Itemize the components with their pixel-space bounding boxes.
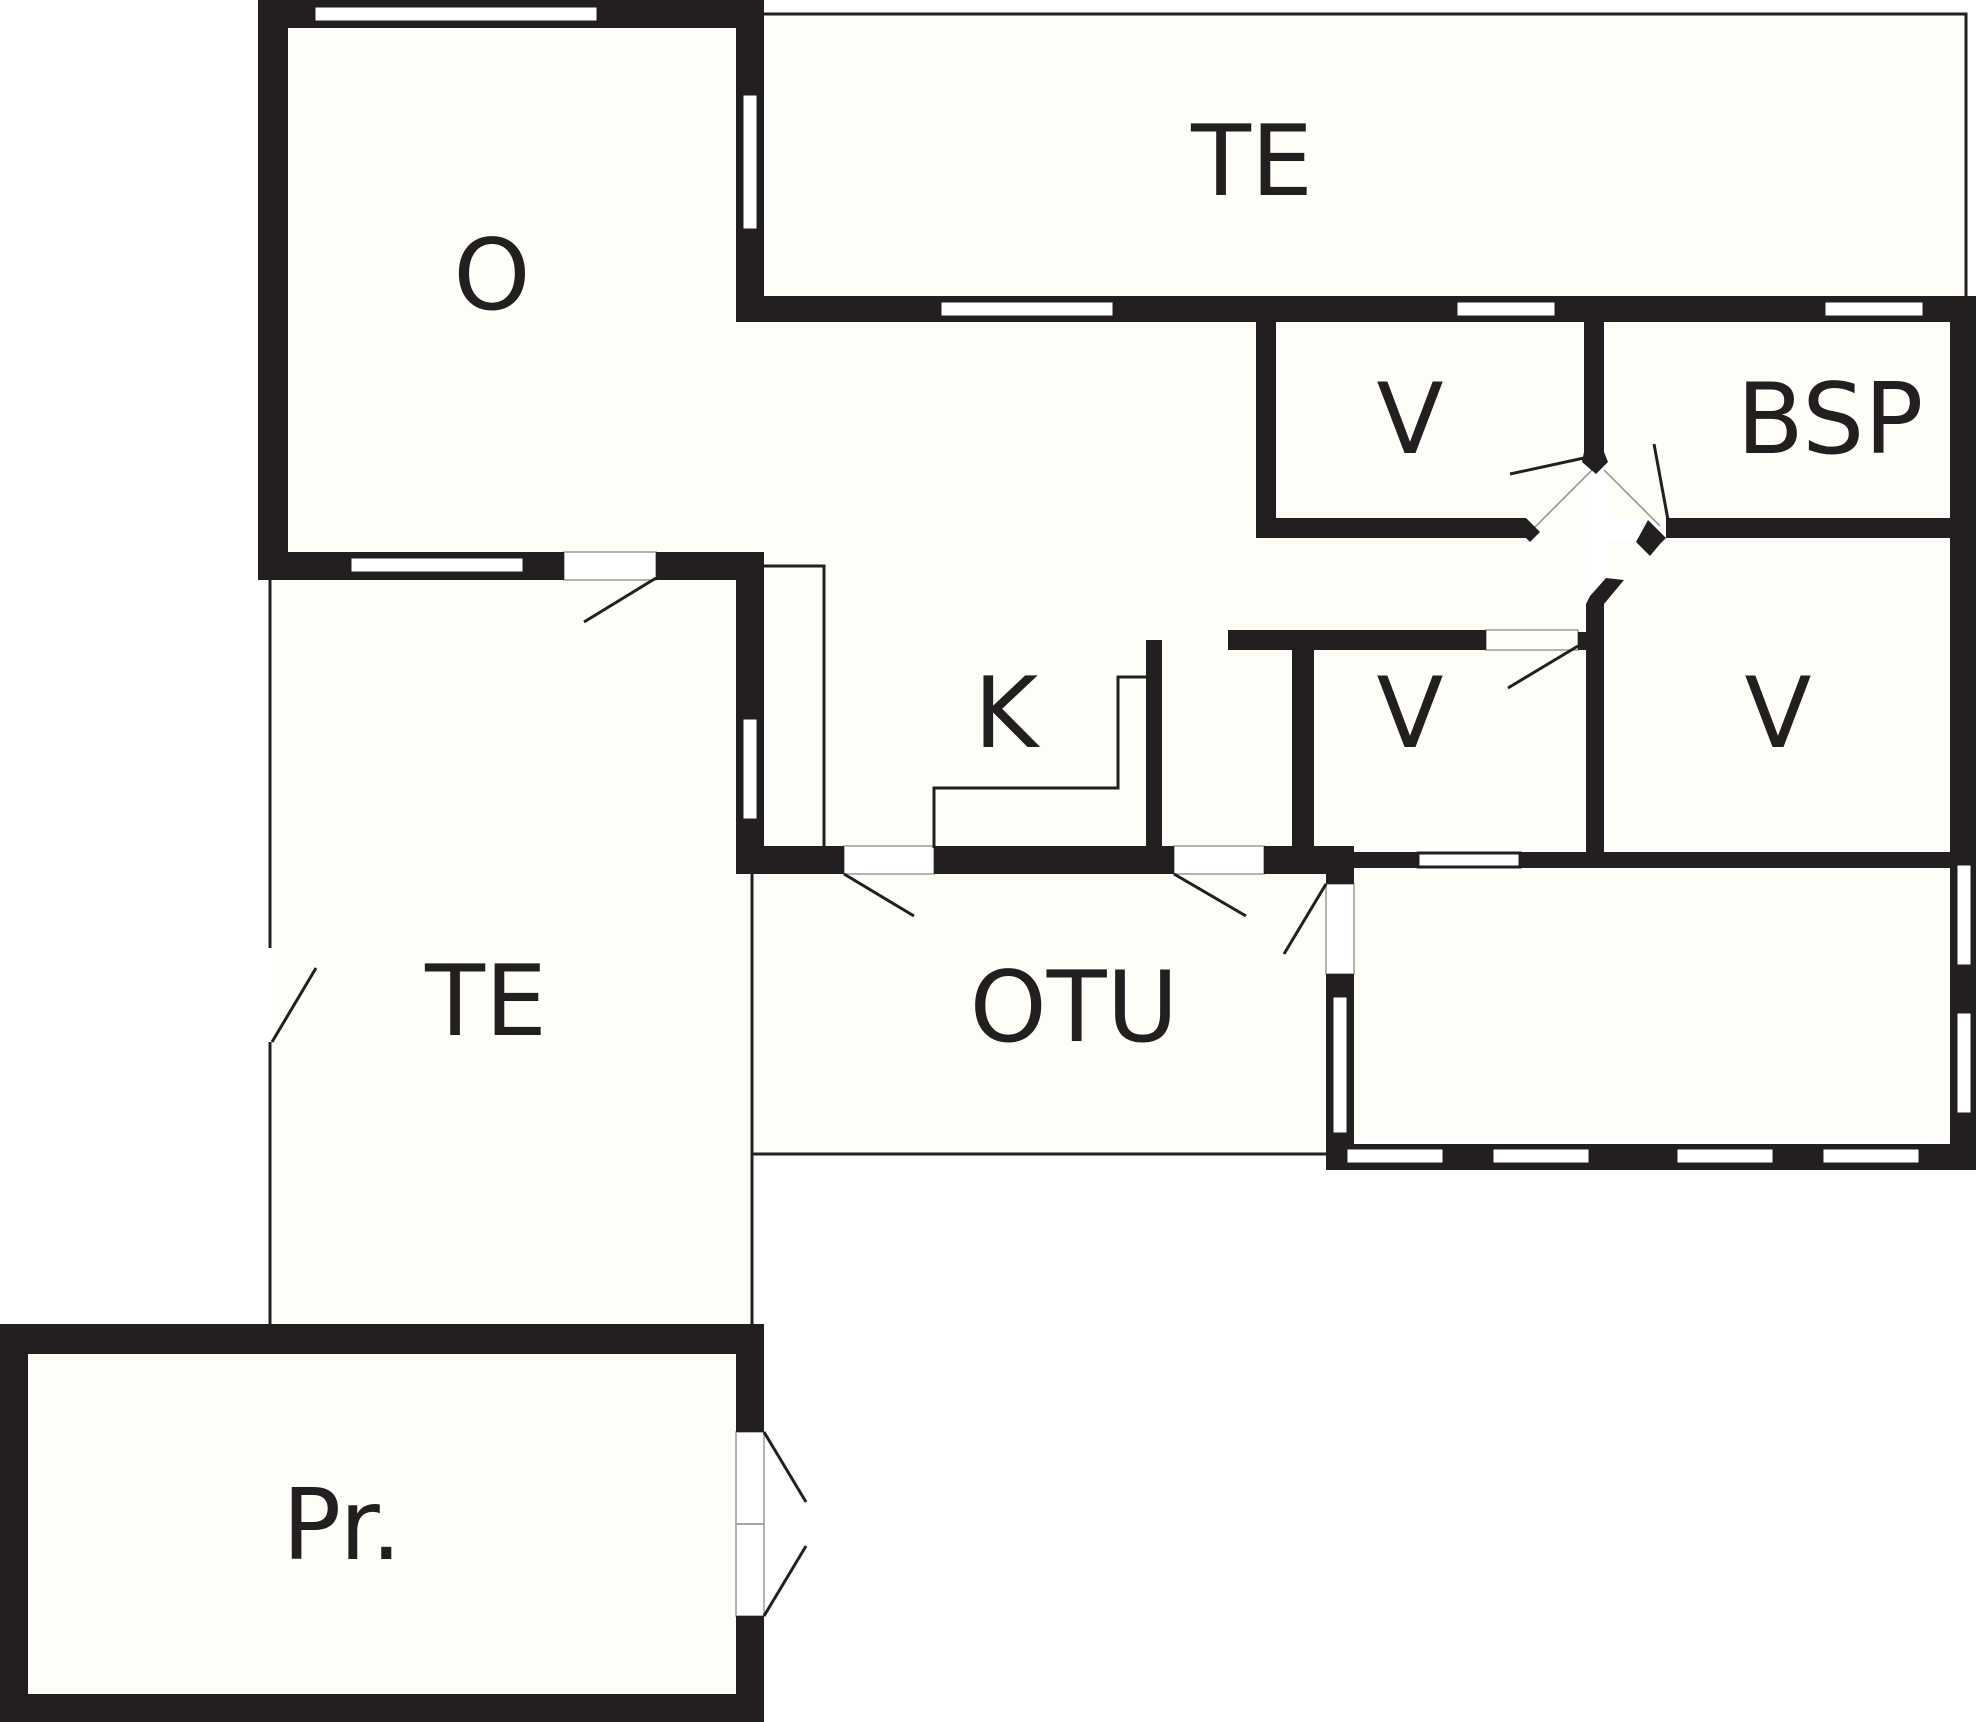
threshold-kitchen-1	[843, 845, 935, 875]
window-hall-left	[740, 716, 760, 822]
wall-kitchen-bottom-3	[1264, 846, 1354, 874]
wall-main-top	[736, 296, 1976, 322]
te-top-outline	[762, 12, 1968, 298]
wall-diag-jamb-4	[1586, 578, 1624, 604]
label-bsp: BSP	[1737, 363, 1924, 477]
label-k: K	[974, 657, 1041, 771]
wall-v-top-left	[1256, 322, 1276, 538]
door-o-te	[583, 576, 657, 624]
threshold-kitchen-2	[1173, 845, 1265, 875]
wall-kitchen-bottom-2	[934, 846, 1174, 874]
diag-door-frames	[1531, 465, 1661, 531]
door-pr-1	[762, 1431, 808, 1503]
wall-diag-jamb-3	[1636, 520, 1666, 556]
window-right-1	[1954, 862, 1974, 968]
kitchen-counter-left	[764, 564, 826, 848]
label-v-right: V	[1744, 657, 1811, 771]
wall-v-mid-top	[1228, 630, 1486, 650]
window-bsp-top	[1822, 299, 1926, 319]
window-v-bottom	[1416, 851, 1522, 869]
window-o-top	[312, 4, 600, 24]
floor-te-left	[272, 580, 748, 1325]
wall-pr-top	[0, 1324, 764, 1354]
door-bsp	[1652, 443, 1670, 521]
window-right-2	[1954, 1010, 1974, 1116]
door-kitchen-2	[1173, 872, 1247, 918]
label-te-left: TE	[424, 945, 547, 1059]
door-kitchen-1	[843, 872, 915, 918]
window-br-bottom-1	[1344, 1146, 1446, 1166]
wall-pr-left	[0, 1324, 28, 1722]
floor-bottom-right	[1354, 870, 1952, 1140]
wall-pr-bottom	[0, 1694, 764, 1722]
threshold-pr-1	[735, 1431, 765, 1525]
threshold-pr-2	[735, 1523, 765, 1617]
label-v-mid: V	[1376, 657, 1443, 771]
window-br-left	[1330, 994, 1350, 1136]
label-o: O	[453, 219, 530, 333]
door-pr-2	[762, 1545, 808, 1617]
wall-corridor-right	[1586, 604, 1604, 854]
floor-areas	[28, 14, 1964, 1694]
door-thresholds	[563, 551, 1579, 1617]
thin-walls	[268, 12, 1968, 1326]
window-br-bottom-3	[1674, 1146, 1776, 1166]
floor-pr	[28, 1354, 736, 1694]
window-o-right	[740, 92, 760, 232]
floor-v-right	[1608, 540, 1952, 850]
floor-te-top	[762, 14, 1964, 298]
wall-bsp-bottom	[1666, 518, 1958, 538]
label-pr: Pr.	[282, 1469, 402, 1583]
floor-bsp	[1608, 322, 1952, 520]
window-hall-top-2	[1454, 299, 1558, 319]
wall-hall-left	[736, 552, 764, 874]
wall-v-top-bottom	[1256, 518, 1526, 538]
door-v-top	[1509, 456, 1585, 476]
diag-frame-1	[1531, 465, 1597, 531]
wall-kitchen-bottom-1	[736, 846, 844, 874]
label-otu: OTU	[970, 951, 1179, 1065]
wall-pr-right-bottom	[736, 1616, 764, 1722]
window-br-bottom-2	[1490, 1146, 1592, 1166]
threshold-o-te	[563, 551, 657, 581]
wall-v-mid-left	[1292, 648, 1314, 848]
diag-frame-2	[1603, 469, 1661, 527]
wall-pr-right-top	[736, 1324, 764, 1432]
windows	[312, 4, 1974, 1166]
wall-diag-jamb-1	[1516, 518, 1540, 542]
label-te-top: TE	[1190, 105, 1313, 219]
floor-o	[286, 27, 736, 553]
wall-v-top-right	[1584, 322, 1604, 460]
label-v-top: V	[1376, 363, 1443, 477]
room-labels: TE O V BSP K V V TE OTU Pr.	[282, 105, 1923, 1583]
door-v-mid	[1507, 644, 1579, 690]
door-otu-right	[1282, 883, 1328, 955]
floor-otu	[752, 874, 1324, 1154]
floor-v-mid	[1312, 648, 1584, 850]
door-te-left	[270, 967, 318, 1043]
floor-v-top	[1274, 322, 1584, 520]
threshold-otu-right	[1325, 883, 1355, 975]
threshold-v-mid	[1485, 629, 1579, 651]
window-hall-top-1	[938, 299, 1116, 319]
wall-diag-jamb-2	[1582, 452, 1608, 474]
window-br-bottom-4	[1820, 1146, 1922, 1166]
wall-br-left-top	[1326, 870, 1354, 884]
window-o-bottom	[348, 555, 526, 575]
wall-kitchen-pillar	[1146, 640, 1162, 848]
kitchen-counter	[932, 675, 1148, 848]
door-swings	[270, 443, 1670, 1617]
wall-o-left	[258, 0, 288, 580]
